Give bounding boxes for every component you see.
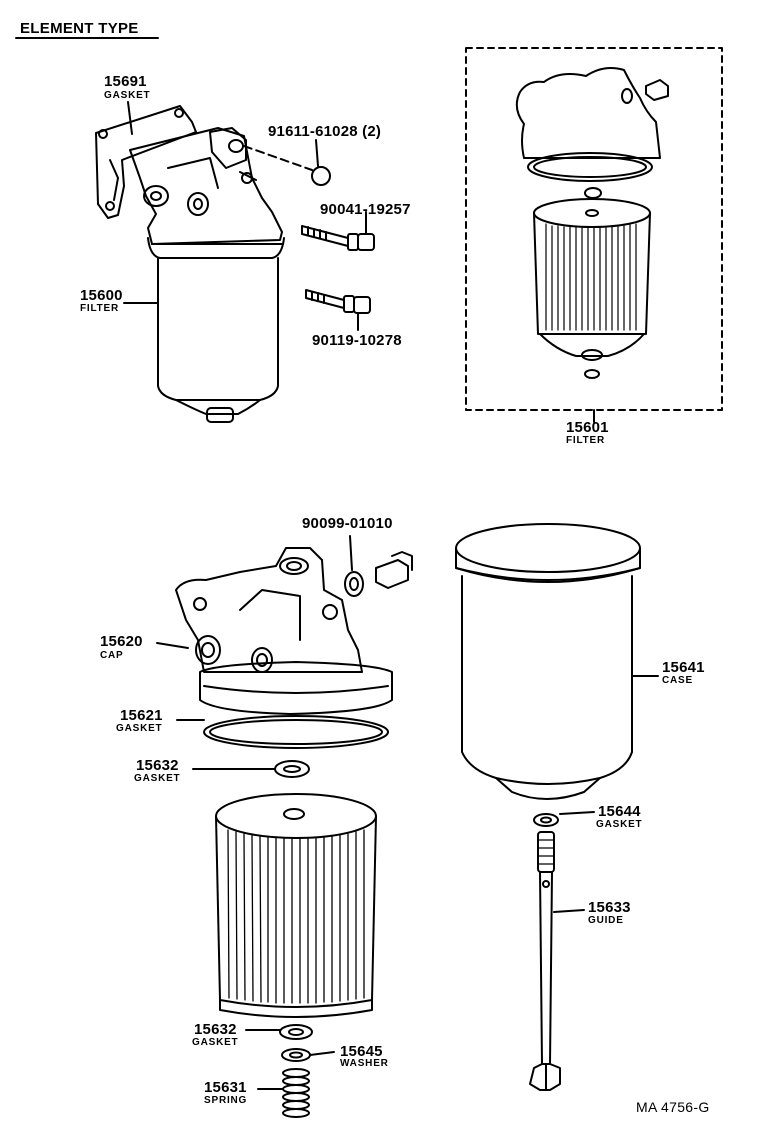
part-name-15600: FILTER (80, 303, 120, 314)
part-name-15691: GASKET (104, 90, 151, 101)
leader-15691 (127, 101, 133, 135)
guide-15633-head (529, 1063, 561, 1091)
part-name-15633: GUIDE (588, 915, 624, 926)
case-15641-body (461, 575, 633, 800)
cap-15620-flange (199, 661, 393, 715)
drain-plug-15600 (206, 407, 234, 423)
case-15641-rim (455, 523, 641, 573)
part-number-15632-upper: 15632 (136, 757, 179, 774)
part-number-15691: 15691 (104, 73, 147, 90)
filter-assembly-15600-drawing (95, 101, 319, 423)
cap-assembly-drawing (156, 535, 413, 1118)
part-number-15633: 15633 (588, 899, 631, 916)
part-number-15641: 15641 (662, 659, 705, 676)
gasket-15632-upper-shape (274, 760, 310, 778)
bolt-90041-19257-drawing (301, 211, 375, 251)
washer-90099-shape (344, 571, 364, 597)
part-number-91611: 91611-61028 (2) (268, 123, 382, 140)
filter-canister-15600 (157, 257, 279, 401)
part-name-15631: SPRING (204, 1095, 248, 1106)
leader-15644 (559, 811, 595, 815)
part-name-15620: CAP (100, 650, 124, 661)
spring-15631-shape (282, 1068, 310, 1118)
leader-15633 (553, 909, 585, 913)
guide-15633-rod (539, 871, 553, 1065)
part-number-90041: 90041-19257 (320, 201, 411, 218)
part-name-15641: CASE (662, 675, 693, 686)
filter-element-top-15601 (533, 198, 651, 228)
gasket-15691-shape (95, 105, 197, 219)
section-title: ELEMENT TYPE (20, 20, 139, 37)
leader-91611 (315, 139, 319, 167)
guide-15633-upper (537, 831, 555, 873)
gasket-15621-shape (203, 715, 389, 749)
ring-gasket-15601 (527, 152, 653, 182)
part-name-15632-lower: GASKET (192, 1037, 239, 1048)
part-number-15631: 15631 (204, 1079, 247, 1096)
part-number-15601: 15601 (566, 419, 609, 436)
part-number-15600: 15600 (80, 287, 123, 304)
part-number-15632-lower: 15632 (194, 1021, 237, 1038)
part-name-15645: WASHER (340, 1058, 389, 1069)
part-number-15621: 15621 (120, 707, 163, 724)
part-name-15601: FILTER (566, 435, 606, 446)
filter-15601-dashed-frame (465, 47, 723, 411)
part-number-90099: 90099-01010 (302, 515, 393, 532)
case-assembly-drawing (455, 523, 659, 1091)
part-number-15620: 15620 (100, 633, 143, 650)
part-number-15644: 15644 (598, 803, 641, 820)
part-name-15644: GASKET (596, 819, 643, 830)
figure-code: MA 4756-G (636, 1099, 710, 1115)
leader-15620 (156, 642, 189, 649)
dashed-leader-91611 (243, 145, 313, 171)
reference-mark-b (311, 166, 331, 186)
part-number-15645: 15645 (340, 1043, 383, 1060)
washer-15645-shape (281, 1048, 311, 1062)
gasket-15644-shape (533, 813, 559, 827)
leader-15645 (309, 1051, 335, 1056)
part-name-15621: GASKET (116, 723, 163, 734)
filter-head-outline-15601 (515, 67, 661, 159)
filter-element-top (215, 793, 377, 839)
bolt-90119-10278-drawing (305, 289, 371, 331)
part-number-90119: 90119-10278 (312, 332, 402, 349)
part-name-15632-upper: GASKET (134, 773, 181, 784)
filter-15601-box-drawing (465, 47, 723, 423)
cap-15620-body (175, 547, 363, 673)
gasket-15632-lower-shape (279, 1024, 313, 1040)
